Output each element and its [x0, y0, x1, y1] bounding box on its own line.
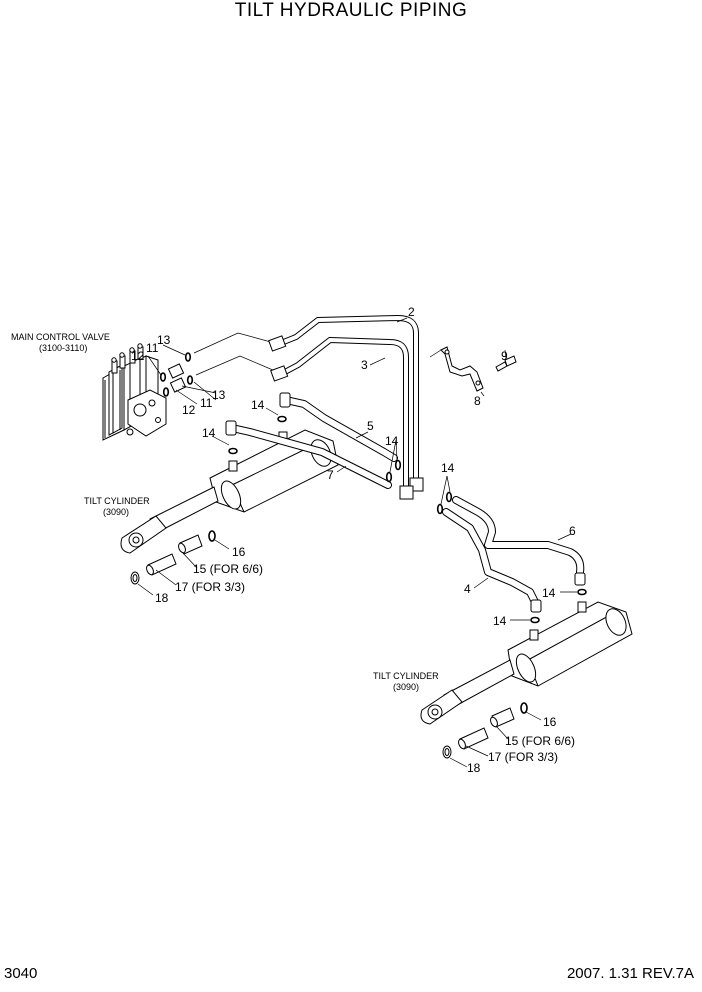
- o-ring-14-b: [277, 415, 287, 423]
- o-ring-14-c: [394, 459, 402, 471]
- callout-14-c: 14: [385, 434, 399, 448]
- main-control-valve: [102, 343, 167, 441]
- connector-11-upper: [167, 363, 185, 379]
- main-control-valve-ref: (3100-3110): [39, 343, 87, 353]
- washer-18-upper: [130, 571, 140, 585]
- o-ring-13-lower: [186, 375, 194, 385]
- tilt-cylinder-upper-label: TILT CYLINDER: [84, 496, 150, 506]
- callout-16-lower: 16: [543, 715, 557, 729]
- hose-7: [225, 420, 392, 489]
- main-control-valve-label: MAIN CONTROL VALVE: [11, 332, 110, 342]
- hose-4: [442, 508, 542, 613]
- callout-2: 2: [408, 305, 415, 319]
- o-ring-14-e: [445, 491, 453, 503]
- steel-tube-3: [280, 337, 409, 496]
- callout-18-lower: 18: [467, 761, 481, 775]
- hose-5: [279, 392, 398, 462]
- callout-14-d: 14: [441, 461, 455, 475]
- callout-12-upper: 12: [131, 349, 145, 363]
- callout-17-lower: 17 (FOR 3/3): [488, 750, 558, 764]
- o-ring-13-upper: [184, 352, 192, 362]
- callout-15-upper: 15 (FOR 6/6): [193, 562, 263, 576]
- callout-12-lower: 12: [182, 403, 196, 417]
- callout-14-f: 14: [493, 614, 507, 628]
- tilt-cylinder-lower-label: TILT CYLINDER: [373, 671, 439, 681]
- o-ring-12-lower: [162, 387, 170, 397]
- o-ring-14-d: [385, 471, 393, 483]
- o-ring-14-g: [577, 588, 587, 596]
- callout-3: 3: [361, 358, 368, 372]
- o-ring-14-f: [436, 503, 444, 515]
- callout-14-e: 14: [542, 586, 556, 600]
- page-title: TILT HYDRAULIC PIPING: [234, 0, 468, 21]
- clamp-8: [429, 346, 484, 392]
- callout-7: 7: [327, 468, 334, 482]
- tilt-cylinder-upper-ref: (3090): [103, 507, 129, 517]
- callout-15-lower: 15 (FOR 6/6): [505, 734, 575, 748]
- callout-17-upper: 17 (FOR 3/3): [175, 580, 245, 594]
- callout-5: 5: [367, 419, 374, 433]
- connector-11-lower: [169, 377, 187, 393]
- o-ring-16-lower: [520, 702, 528, 714]
- callout-9: 9: [501, 349, 508, 363]
- hose-6: [452, 496, 586, 586]
- bolt-9: [495, 355, 517, 372]
- washer-18-lower: [442, 745, 452, 759]
- tilt-cylinder-lower: [420, 601, 633, 725]
- revision-date: 2007. 1.31 REV.7A: [566, 965, 694, 982]
- tilt-cylinder-lower-ref: (3090): [393, 682, 419, 692]
- o-ring-16-upper: [208, 530, 216, 542]
- callout-11-lower: 11: [200, 396, 213, 410]
- page-number: 3040: [4, 965, 38, 982]
- bushings-lower: [442, 702, 528, 759]
- fittings-group-upper: [159, 352, 192, 382]
- callout-11-upper: 11: [146, 341, 159, 355]
- callout-4: 4: [464, 582, 471, 596]
- callout-13-upper: 13: [157, 333, 171, 347]
- leader-lines: [137, 317, 577, 768]
- callout-14-b: 14: [251, 398, 265, 412]
- o-ring-14-h: [530, 616, 540, 624]
- steel-tube-2: [278, 315, 419, 489]
- bushings-upper: [130, 530, 216, 585]
- callout-6: 6: [569, 524, 576, 538]
- callout-14-a: 14: [202, 426, 216, 440]
- o-ring-12-upper: [159, 372, 167, 382]
- callout-16-upper: 16: [232, 545, 246, 559]
- o-ring-14-a: [228, 447, 238, 455]
- callout-13-lower: 13: [212, 388, 226, 402]
- fittings-group-lower: [162, 375, 194, 397]
- callout-8: 8: [474, 394, 481, 408]
- callout-18-upper: 18: [155, 591, 169, 605]
